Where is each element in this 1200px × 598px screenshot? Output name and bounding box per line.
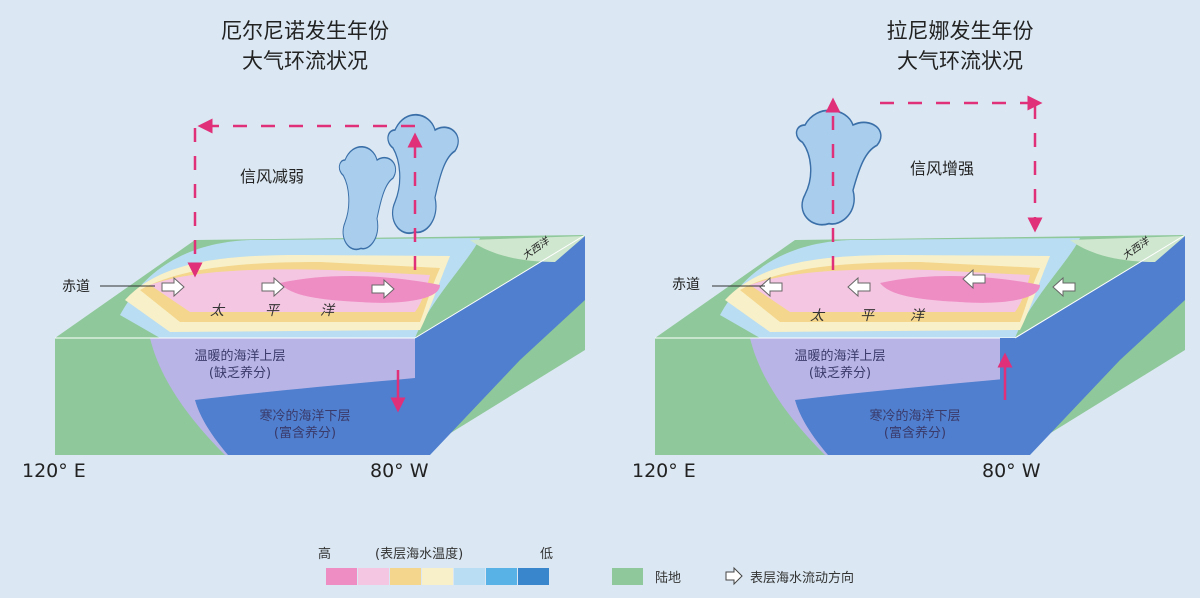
right-lon-west: 120° E xyxy=(632,460,696,482)
legend-land-label: 陆地 xyxy=(655,571,682,586)
left-pacific-2: 平 xyxy=(265,303,279,319)
right-flow-arrows xyxy=(759,268,1076,298)
right-equator-label: 赤道 xyxy=(672,277,700,293)
legend-temp-swatch xyxy=(358,568,389,585)
left-lon-west: 120° E xyxy=(22,460,86,482)
left-pacific-3: 洋 xyxy=(320,303,334,319)
left-pacific-1: 太 xyxy=(210,303,224,319)
left-wind-label: 信风减弱 xyxy=(240,167,305,186)
right-upper-layer: 温暖的海洋上层(缺乏养分) xyxy=(794,349,886,381)
legend-temp-swatch xyxy=(422,568,453,585)
flow-arrow-icon xyxy=(725,566,743,586)
legend-low: 低 xyxy=(540,547,554,562)
legend-temp-swatch xyxy=(486,568,517,585)
left-upper-layer: 温暖的海洋上层(缺乏养分) xyxy=(194,349,286,381)
legend-temp-swatch xyxy=(326,568,357,585)
legend-temp-swatch xyxy=(518,568,549,585)
left-title: 厄尔尼诺发生年份大气环流状况 xyxy=(221,19,389,73)
left-flow-arrows xyxy=(161,276,395,300)
right-wind-label: 信风增强 xyxy=(910,159,975,178)
right-pacific-1: 太 xyxy=(810,308,824,324)
legend-caption: (表层海水温度) xyxy=(375,547,464,562)
left-lower-layer: 寒冷的海洋下层(富含养分) xyxy=(259,409,351,441)
left-walker-circulation xyxy=(187,118,423,413)
legend-land-swatch xyxy=(612,568,643,585)
left-lon-east: 80° W xyxy=(370,460,429,482)
legend-high: 高 xyxy=(318,547,332,562)
right-walker-circulation xyxy=(825,95,1043,400)
left-cloud-small-icon xyxy=(338,146,397,251)
left-cloud-large-icon xyxy=(387,113,460,235)
right-title: 拉尼娜发生年份大气环流状况 xyxy=(886,19,1034,73)
left-equator-label: 赤道 xyxy=(62,279,90,295)
legend-temp-swatch xyxy=(390,568,421,585)
legend-flow-label: 表层海水流动方向 xyxy=(750,571,855,586)
right-pacific-3: 洋 xyxy=(910,308,924,324)
right-pacific-2: 平 xyxy=(860,308,874,324)
right-lon-east: 80° W xyxy=(982,460,1041,482)
legend-temp-swatch xyxy=(454,568,485,585)
right-lower-layer: 寒冷的海洋下层(富含养分) xyxy=(869,409,961,441)
right-cloud-icon xyxy=(795,109,882,226)
